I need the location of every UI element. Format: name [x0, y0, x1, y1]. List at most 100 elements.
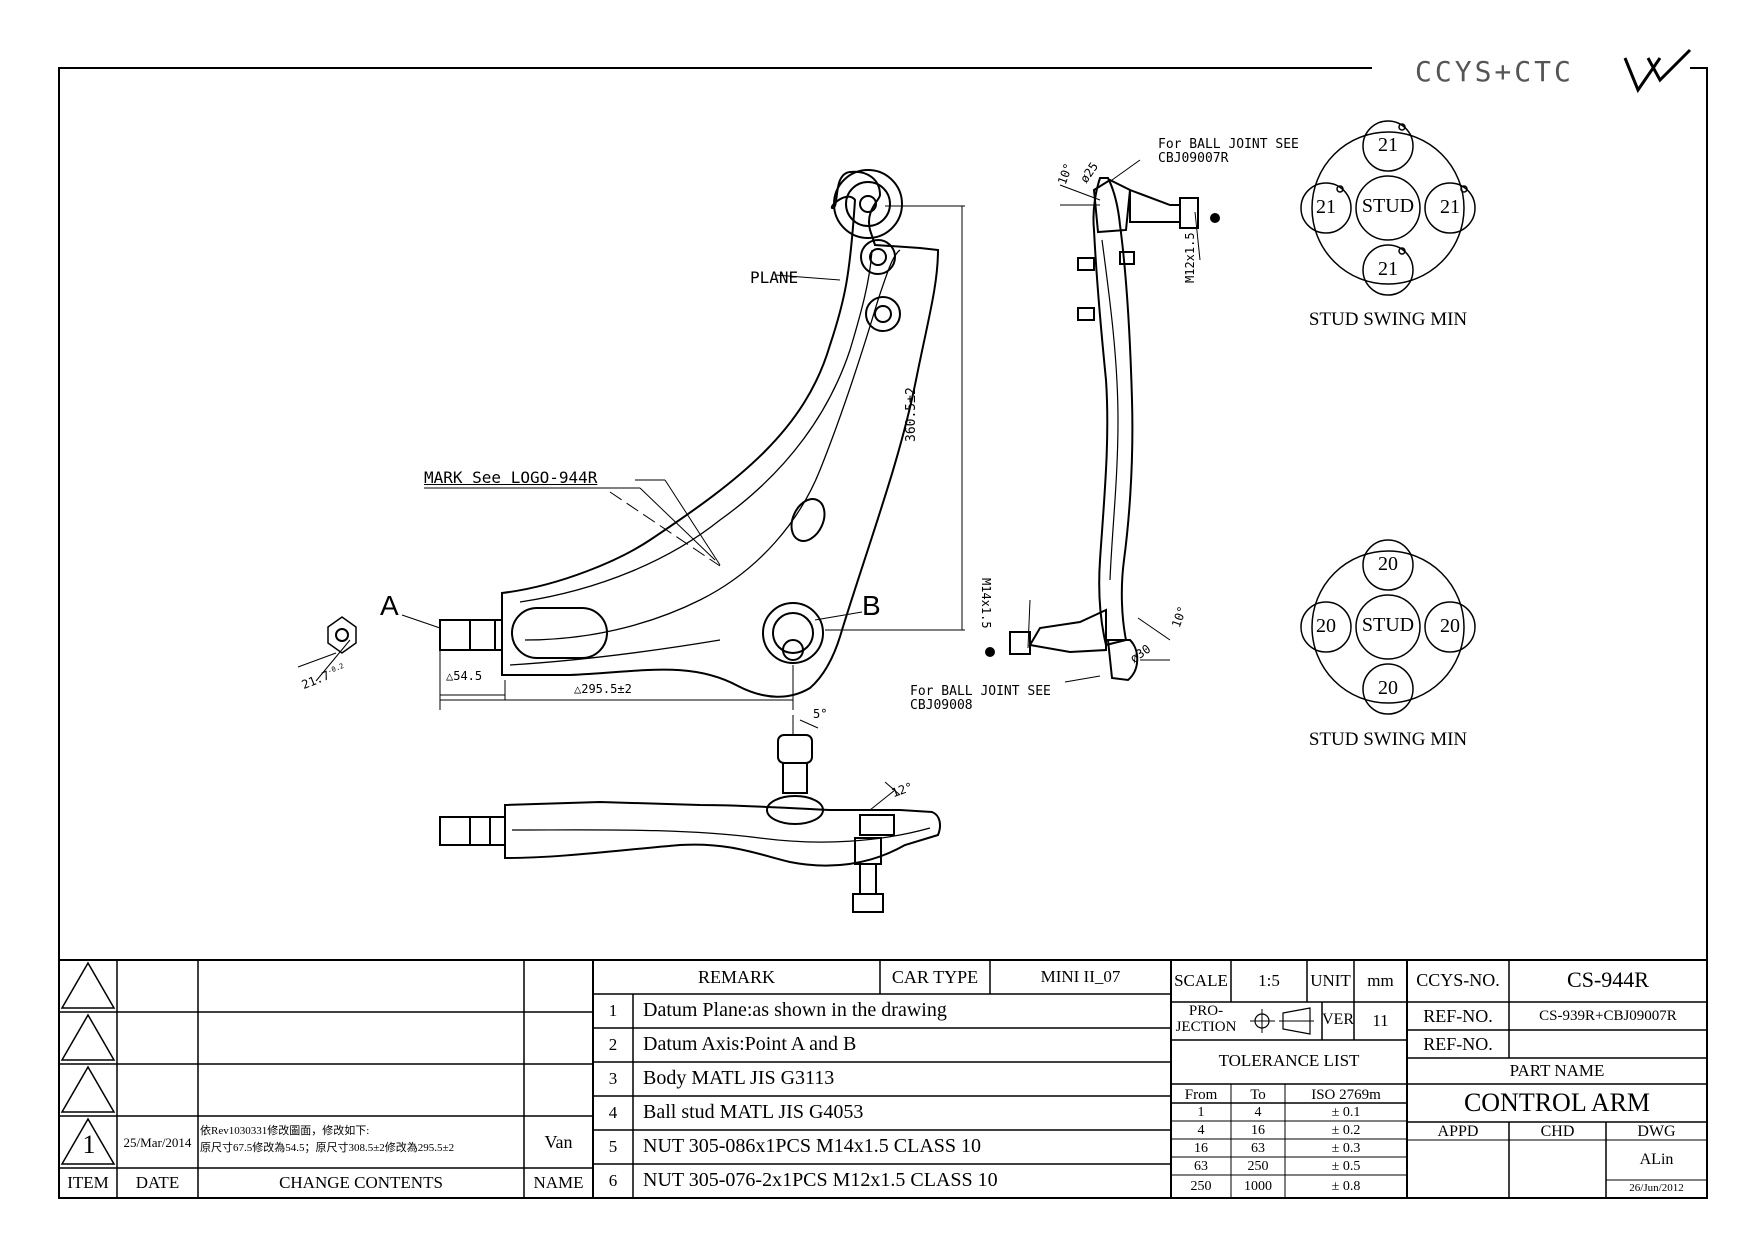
remark-4-text: Ball stud MATL JIS G4053: [643, 1101, 864, 1123]
remark-2-text: Datum Axis:Point A and B: [643, 1033, 857, 1055]
tol-row1-from: 1: [1197, 1105, 1205, 1120]
stud-swing-bottom-w: 20: [1316, 615, 1336, 637]
unit-label: UNIT: [1310, 971, 1351, 990]
dim-short: △54.5: [446, 669, 483, 683]
ref-no-value-1: CS-939R+CBJ09007R: [1539, 1008, 1677, 1024]
tol-row1-to: 4: [1254, 1105, 1262, 1120]
stud-swing-top-s: 21: [1378, 258, 1398, 280]
remark-header: REMARK: [697, 967, 775, 987]
bottom-view: [439, 734, 941, 913]
dim-height: 360.5±2: [904, 387, 919, 442]
side-view: [985, 177, 1220, 682]
brand-logo-text: CCYS+CTC: [1415, 55, 1574, 88]
dwg-date: 26/Jun/2012: [1629, 1182, 1684, 1194]
tol-header-to: To: [1250, 1087, 1266, 1103]
tol-row4-to: 250: [1247, 1159, 1269, 1174]
stud-swing-top-center: STUD: [1361, 195, 1415, 217]
projection-line2: JECTION: [1175, 1019, 1237, 1035]
title-block-grid: [59, 959, 1707, 1198]
plane-label: PLANE: [750, 268, 799, 287]
side-view-dimensions: [1027, 159, 1201, 683]
stud-swing-top-caption: STUD SWING MIN: [1308, 309, 1468, 330]
dim-long-value: 295.5±2: [581, 682, 632, 696]
remark-5-text: NUT 305-086x1PCS M14x1.5 CLASS 10: [643, 1135, 982, 1157]
remark-4-no: 4: [608, 1103, 618, 1122]
rev-row4-item: 1: [82, 1130, 96, 1159]
tol-row5-from: 250: [1190, 1179, 1212, 1194]
ball-joint-bottom-line2: CBJ09008: [910, 698, 973, 713]
remark-3-text: Body MATL JIS G3113: [643, 1067, 835, 1089]
ref-no-label-1: REF-NO.: [1423, 1006, 1493, 1026]
point-b-label: B: [862, 590, 881, 621]
stud-swing-bottom-caption: STUD SWING MIN: [1308, 729, 1468, 750]
ref-no-label-2: REF-NO.: [1423, 1034, 1493, 1054]
tol-row1-value: ± 0.1: [1331, 1105, 1361, 1120]
tolerance-title: TOLERANCE LIST: [1218, 1051, 1360, 1070]
dwg-name: ALin: [1639, 1151, 1674, 1168]
rev-header-date: DATE: [135, 1173, 180, 1192]
part-name-value: CONTROL ARM: [1463, 1088, 1651, 1117]
tol-row3-from: 16: [1194, 1141, 1208, 1156]
ccys-no-label: CCYS-NO.: [1416, 970, 1500, 990]
stud-swing-bottom: [1300, 539, 1476, 715]
remark-6-no: 6: [608, 1171, 618, 1190]
remark-1-text: Datum Plane:as shown in the drawing: [643, 999, 947, 1021]
car-type-value: MINI II_07: [1040, 967, 1121, 986]
stud-swing-top: [1300, 120, 1476, 296]
rev-row4-date: 25/Mar/2014: [123, 1135, 192, 1150]
ver-label: VER: [1322, 1011, 1354, 1028]
stud-swing-top-w: 21: [1316, 196, 1336, 218]
unit-value: mm: [1367, 971, 1394, 990]
dim-short-value: 54.5: [453, 669, 483, 683]
tol-row3-value: ± 0.3: [1331, 1141, 1361, 1156]
scale-value: 1:5: [1258, 971, 1280, 990]
tol-row3-to: 63: [1251, 1141, 1265, 1156]
rev-header-name: NAME: [533, 1173, 584, 1192]
stud-swing-top-e: 21: [1440, 196, 1460, 218]
remark-5-no: 5: [608, 1137, 618, 1156]
stud-swing-bottom-n: 20: [1378, 553, 1398, 575]
thread-bottom: M14x1.5: [979, 578, 993, 629]
chd-label: CHD: [1540, 1123, 1575, 1140]
projection-line1: PRO-: [1188, 1003, 1224, 1019]
tol-header-iso: ISO 2769m: [1311, 1087, 1381, 1103]
ball-joint-top-line1: For BALL JOINT SEE: [1158, 137, 1299, 152]
tol-row2-value: ± 0.2: [1331, 1123, 1361, 1138]
stud-swing-bottom-s: 20: [1378, 677, 1398, 699]
ver-value: 11: [1372, 1011, 1389, 1030]
ball-joint-top-line2: CBJ09007R: [1158, 151, 1229, 166]
rev-row4-name: Van: [544, 1132, 573, 1152]
rev-row4-change-line1: 依Rev1030331修改圖面，修改如下:: [200, 1125, 370, 1137]
tol-row4-from: 63: [1194, 1159, 1208, 1174]
tol-row4-value: ± 0.5: [1331, 1159, 1361, 1174]
rev-header-item: ITEM: [67, 1173, 109, 1192]
rev-header-change: CHANGE CONTENTS: [279, 1173, 443, 1192]
ball-joint-bottom-line1: For BALL JOINT SEE: [910, 684, 1051, 699]
tol-row2-from: 4: [1197, 1123, 1205, 1138]
stud-swing-bottom-center: STUD: [1361, 614, 1415, 636]
thread-top: M12x1.5: [1183, 232, 1197, 283]
scale-label: SCALE: [1174, 971, 1228, 990]
appd-label: APPD: [1437, 1123, 1479, 1140]
ccys-no-value: CS-944R: [1567, 967, 1649, 992]
part-name-label: PART NAME: [1509, 1061, 1605, 1080]
car-type-label: CAR TYPE: [891, 967, 979, 987]
remark-1-no: 1: [608, 1001, 618, 1020]
remark-6-text: NUT 305-076-2x1PCS M12x1.5 CLASS 10: [643, 1169, 998, 1191]
tol-row2-to: 16: [1251, 1123, 1265, 1138]
remark-3-no: 3: [608, 1069, 618, 1088]
rev-row4-change-line2: 原尺寸67.5修改為54.5；原尺寸308.5±2修改為295.5±2: [200, 1142, 455, 1154]
stud-swing-top-n: 21: [1378, 134, 1398, 156]
angle-small: 5°: [813, 707, 828, 721]
front-view: [327, 169, 940, 698]
front-view-dimensions: [297, 205, 965, 710]
dwg-label: DWG: [1637, 1123, 1676, 1140]
point-a-label: A: [380, 590, 399, 621]
stud-swing-bottom-e: 20: [1440, 615, 1460, 637]
tol-row5-to: 1000: [1244, 1179, 1272, 1194]
mark-label: MARK See LOGO-944R: [424, 468, 598, 487]
tol-row5-value: ± 0.8: [1331, 1179, 1361, 1194]
sheet-border: [58, 67, 1708, 1199]
